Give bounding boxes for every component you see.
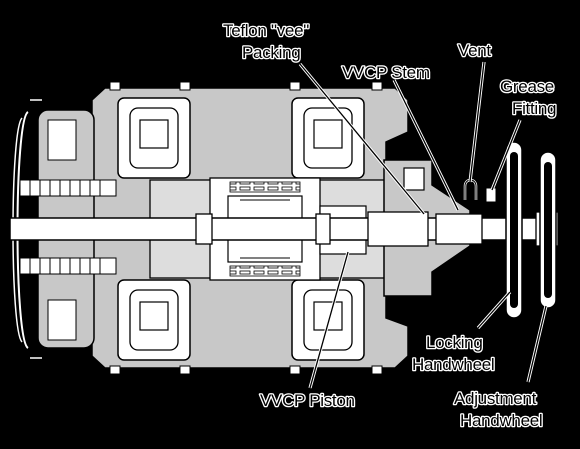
coil-block-top-right xyxy=(291,97,365,179)
callout-labels: Teflon "vee" Packing VVCP Stem Vent Grea… xyxy=(222,20,558,432)
vent-and-grease-fitting xyxy=(463,178,497,203)
label-grease-fitting-line1: Grease xyxy=(500,77,554,96)
label-locking-handwheel-line1: Locking xyxy=(426,333,483,352)
leader-lines xyxy=(298,61,548,389)
locking-handwheel-shape xyxy=(505,141,523,319)
label-vvcp-stem: VVCP Stem xyxy=(342,63,430,82)
coil-block-bottom-left xyxy=(117,279,191,361)
label-adjustment-handwheel-line2: Handwheel xyxy=(460,411,542,430)
label-vent: Vent xyxy=(458,41,491,60)
adjustment-handwheel-shape xyxy=(539,151,557,309)
label-teflon-vee-line1: Teflon "vee" xyxy=(223,21,309,40)
label-locking-handwheel-line2: Handwheel xyxy=(412,355,494,374)
label-vvcp-piston: VVCP Piston xyxy=(260,391,355,410)
label-adjustment-handwheel-line1: Adjustment xyxy=(454,389,537,408)
label-grease-fitting-line2: Fitting xyxy=(512,99,556,118)
label-teflon-vee-line2: Packing xyxy=(242,43,300,62)
coil-block-top-left xyxy=(117,97,191,179)
